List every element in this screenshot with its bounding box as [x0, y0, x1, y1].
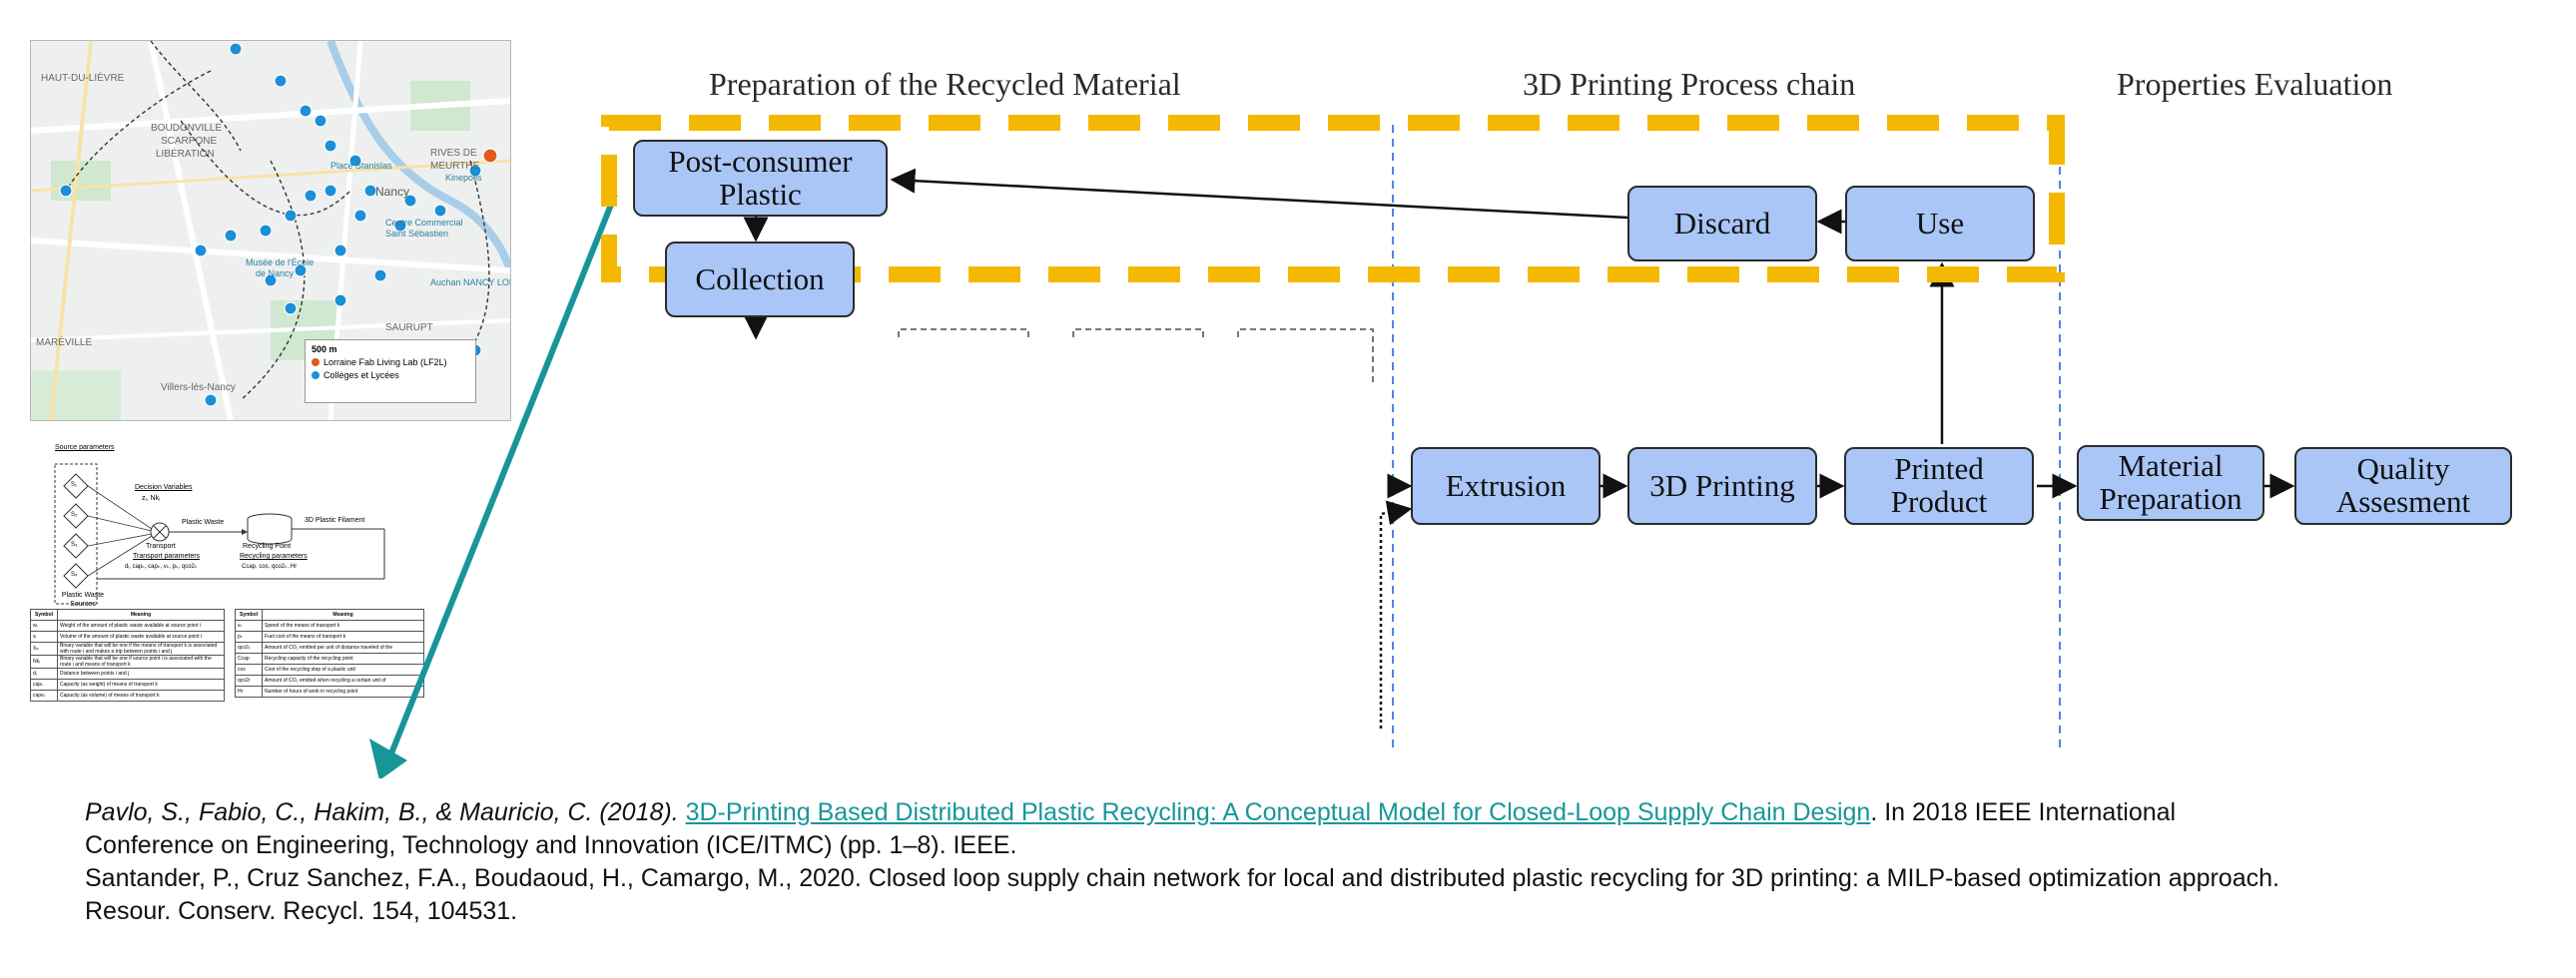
- svg-text:SCARPONE: SCARPONE: [161, 136, 217, 147]
- source-node-1: S₁: [71, 482, 78, 488]
- svg-text:Nancy: Nancy: [375, 185, 409, 199]
- svg-text:Centre Commercial: Centre Commercial: [385, 218, 463, 228]
- decision-variables-label: Decision Variables: [135, 484, 193, 491]
- reference-1-authors: Pavlo, S., Fabio, C., Hakim, B., & Mauri…: [85, 798, 686, 826]
- svg-text:Saint Sébastien: Saint Sébastien: [385, 229, 448, 239]
- references: Pavlo, S., Fabio, C., Hakim, B., & Mauri…: [85, 796, 2531, 928]
- dotted-feed-line: [1379, 500, 1413, 729]
- recycling-parameters-label: Recycling parameters: [240, 553, 308, 560]
- plastic-waste-sources-label: Plastic Waste Sources: [61, 592, 105, 608]
- node-material-preparation: Material Preparation: [2077, 445, 2264, 521]
- decision-symbols: zᵢ, Nkᵢ: [142, 495, 161, 502]
- legend-item-lf2l: Lorraine Fab Living Lab (LF2L): [312, 357, 469, 367]
- table-cell: capvₖ: [30, 690, 58, 702]
- hidden-box-1: [898, 328, 1029, 337]
- svg-text:Villers-lès-Nancy: Villers-lès-Nancy: [161, 382, 236, 393]
- recycling-symbols: Ccap, cos, qco2ₖ, Hr: [242, 564, 298, 570]
- map-scale: 500 m: [312, 344, 337, 354]
- svg-text:HAUT-DU-LIÈVRE: HAUT-DU-LIÈVRE: [41, 71, 125, 84]
- node-3d-printing: 3D Printing: [1627, 447, 1817, 525]
- svg-text:BOUDONVILLE: BOUDONVILLE: [151, 123, 222, 134]
- highlight-dashed-frame: [601, 115, 2065, 282]
- source-node-3: S₃: [71, 542, 78, 548]
- svg-text:MARÉVILLE: MARÉVILLE: [36, 335, 92, 348]
- section-title-preparation: Preparation of the Recycled Material: [709, 66, 1181, 102]
- legend-item-schools: Collèges et Lycées: [312, 370, 469, 380]
- reference-1-line-2: Conference on Engineering, Technology an…: [85, 831, 1017, 859]
- node-discard: Discard: [1627, 186, 1817, 261]
- node-post-consumer-plastic: Post-consumer Plastic: [633, 140, 888, 217]
- map-legend: 500 m Lorraine Fab Living Lab (LF2L) Col…: [305, 339, 476, 403]
- callout-arrowhead: [369, 738, 407, 778]
- node-printed-product: Printed Product: [1844, 447, 2034, 525]
- callout-line: [384, 193, 618, 765]
- legend-label-schools: Collèges et Lycées: [323, 370, 399, 380]
- reference-2-line-2: Resour. Conserv. Recycl. 154, 104531.: [85, 897, 518, 925]
- svg-text:Auchan NANCY LOBAU: Auchan NANCY LOBAU: [430, 277, 510, 287]
- source-node-2: S₂: [71, 512, 78, 518]
- model-svg: [54, 463, 385, 605]
- section-title-printing-chain: 3D Printing Process chain: [1523, 66, 1856, 102]
- svg-text:MEURTHE: MEURTHE: [430, 161, 480, 172]
- network-model-schematic: Source parameters Decision Variables zᵢ,…: [30, 439, 429, 609]
- table-cell: Capacity (as volume) of means of transpo…: [57, 690, 225, 702]
- transport-label: Transport: [146, 543, 176, 550]
- process-diagram: [369, 115, 2295, 778]
- reference-1-title-link[interactable]: 3D-Printing Based Distributed Plastic Re…: [685, 798, 1871, 826]
- plastic-waste-flow-label: Plastic Waste: [182, 519, 225, 526]
- node-use: Use: [1845, 186, 2035, 261]
- node-extrusion: Extrusion: [1411, 447, 1601, 525]
- svg-text:Kinepolis: Kinepolis: [445, 173, 482, 183]
- orange-pin-icon: [312, 358, 320, 366]
- svg-text:Musée de l'École: Musée de l'École: [246, 257, 314, 267]
- source-node-4: S₄: [71, 572, 78, 578]
- section-title-properties: Properties Evaluation: [2117, 66, 2393, 102]
- reference-1-venue: . In 2018 IEEE International: [1870, 798, 2177, 826]
- svg-text:RIVES DE: RIVES DE: [430, 148, 477, 159]
- hidden-box-2: [1072, 328, 1204, 337]
- node-quality-assesment: Quality Assesment: [2294, 447, 2512, 525]
- blue-pin-icon: [312, 371, 320, 379]
- reference-1-line-1: Pavlo, S., Fabio, C., Hakim, B., & Mauri…: [85, 796, 2531, 829]
- svg-text:LIBÉRATION: LIBÉRATION: [156, 147, 215, 160]
- reference-2-line-1: Santander, P., Cruz Sanchez, F.A., Bouda…: [85, 864, 2279, 892]
- node-collection: Collection: [665, 242, 855, 317]
- transport-symbols: dᵢ, capₖ, capₖ, vₖ, pₖ, qco2ₖ: [125, 564, 198, 570]
- legend-label-lf2l: Lorraine Fab Living Lab (LF2L): [323, 357, 447, 367]
- map-panel: HAUT-DU-LIÈVRE BOUDONVILLE SCARPONE LIBÉ…: [30, 40, 511, 421]
- source-parameters-label: Source parameters: [55, 444, 115, 451]
- svg-text:Place Stanislas: Place Stanislas: [330, 161, 392, 171]
- filament-label: 3D Plastic Filament: [305, 517, 365, 524]
- arrow-discard-to-post: [890, 168, 1628, 220]
- svg-text:SAURUPT: SAURUPT: [385, 322, 433, 333]
- table-cell: Number of hours of work in recycling poi…: [262, 686, 424, 698]
- svg-text:de Nancy: de Nancy: [256, 268, 295, 278]
- transport-parameters-label: Transport parameters: [133, 553, 201, 560]
- street-map: HAUT-DU-LIÈVRE BOUDONVILLE SCARPONE LIBÉ…: [31, 41, 510, 420]
- hidden-box-3: [1237, 328, 1374, 384]
- recycling-point-label: Recycling Point: [243, 543, 292, 550]
